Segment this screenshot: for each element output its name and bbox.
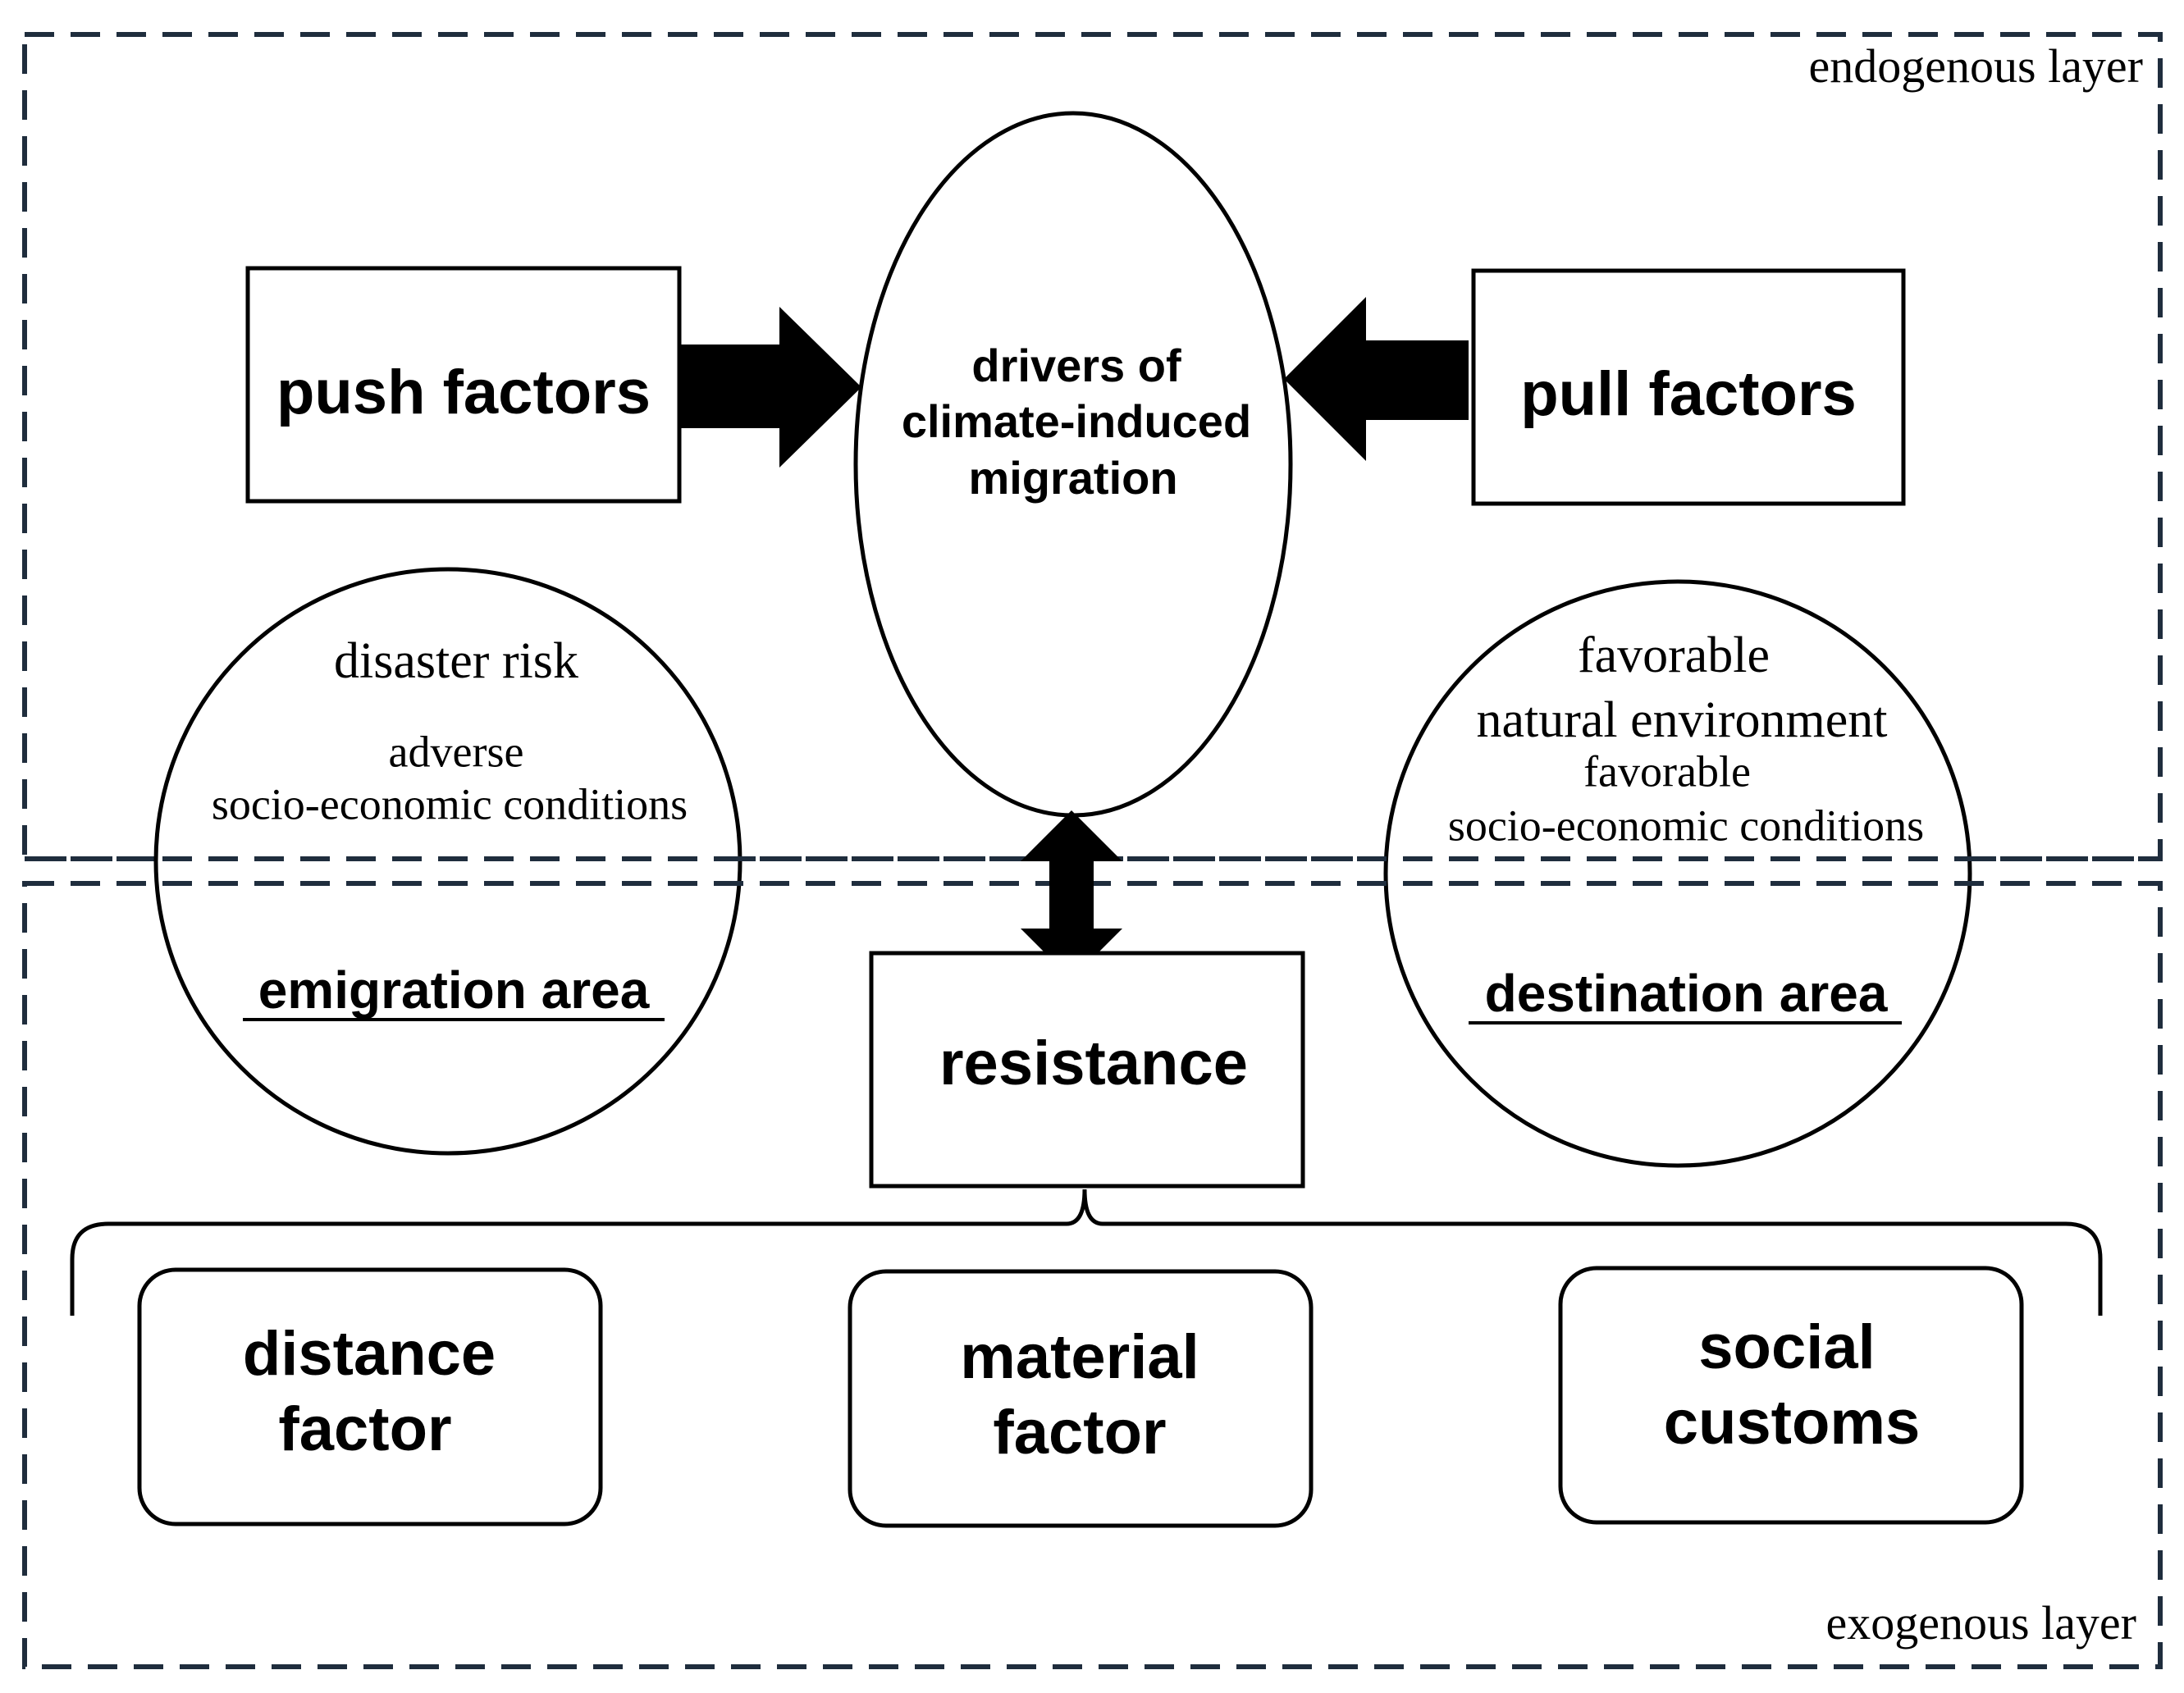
distance-factor-box <box>137 1267 603 1526</box>
material-factor-box <box>848 1269 1314 1528</box>
destination-socio-economic: socio-economic conditions <box>1448 801 1924 850</box>
resistance-box <box>869 951 1305 1189</box>
drivers-line-2: climate-induced <box>902 395 1251 447</box>
material-factor-line-1: material <box>960 1322 1199 1392</box>
distance-factor-line-1: distance <box>243 1319 496 1389</box>
distance-factor-line-2: factor <box>278 1394 451 1464</box>
emigration-area-title: emigration area <box>258 961 650 1020</box>
resistance-double-arrow <box>1021 810 1122 979</box>
emigration-socio-economic: socio-economic conditions <box>212 779 688 828</box>
destination-area-title: destination area <box>1485 964 1888 1023</box>
destination-area-circle <box>1383 579 1972 1168</box>
drivers-line-3: migration <box>968 452 1177 504</box>
endogenous-layer-label: endogenous layer <box>1809 39 2143 93</box>
exogenous-layer-label: exogenous layer <box>1826 1596 2136 1650</box>
emigration-adverse: adverse <box>389 727 524 776</box>
push-factors-label: push factors <box>276 358 651 427</box>
resistance-label: resistance <box>939 1029 1248 1098</box>
push-arrow <box>679 307 861 468</box>
destination-favorable-1: favorable <box>1578 627 1770 683</box>
resistance-brace <box>70 1189 2103 1316</box>
pull-factors-label: pull factors <box>1520 359 1857 429</box>
emigration-disaster-risk: disaster risk <box>334 633 578 689</box>
social-customs-box <box>1558 1266 2024 1525</box>
material-factor-line-2: factor <box>993 1398 1166 1467</box>
social-customs-line-1: social <box>1698 1312 1875 1382</box>
social-customs-line-2: customs <box>1664 1388 1921 1458</box>
destination-natural-environment: natural environment <box>1477 692 1888 748</box>
endogenous-layer-frame <box>22 32 2163 861</box>
pull-arrow <box>1284 297 1469 461</box>
pull-factors-box <box>1471 268 1906 506</box>
drivers-line-1: drivers of <box>971 340 1181 391</box>
destination-favorable-2: favorable <box>1583 746 1751 796</box>
